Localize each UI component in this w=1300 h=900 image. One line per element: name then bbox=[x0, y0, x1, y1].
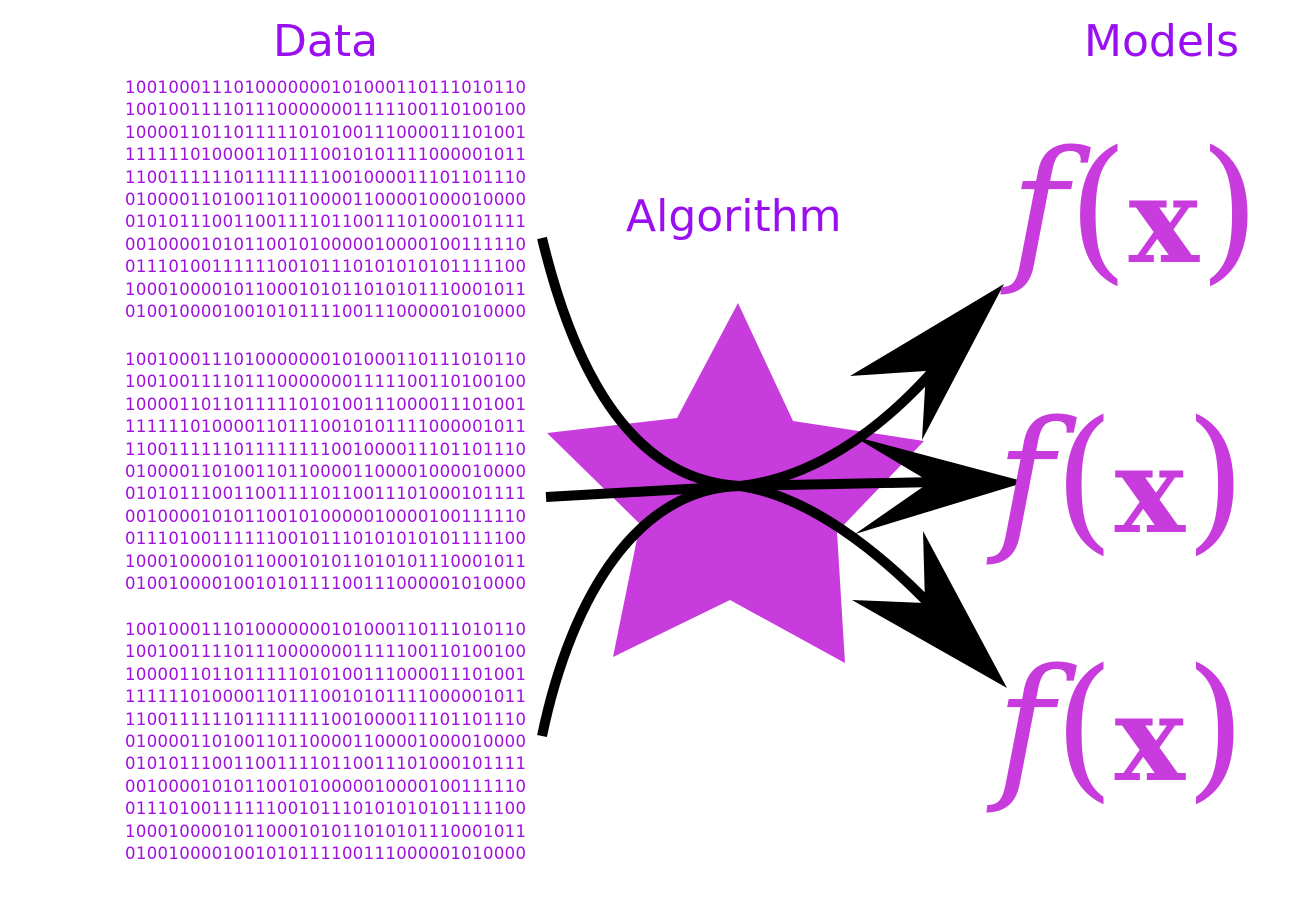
data-line: 0010000101011001010000010000100111110 bbox=[125, 234, 527, 254]
curve-to-bottom-model bbox=[739, 481, 939, 614]
data-line: 0111010011111100101110101010101111100 bbox=[125, 799, 527, 819]
data-line: 1001001111011100000001111100110100100 bbox=[125, 372, 527, 392]
data-line: 1100111111011111111001000011101101110 bbox=[125, 709, 527, 729]
data-line: 0111010011111100101110101010101111100 bbox=[125, 529, 527, 549]
model-open-paren: ( bbox=[1053, 635, 1115, 817]
models-title: Models bbox=[1084, 16, 1240, 67]
model-open-paren: ( bbox=[1067, 117, 1129, 299]
data-line: 1001000111010000000101000110111010110 bbox=[125, 350, 527, 369]
data-line: 0100100001001010111100111000001010000 bbox=[125, 301, 527, 321]
data-title: Data bbox=[273, 16, 379, 67]
arrowhead-middle bbox=[853, 436, 1026, 534]
data-line: 1000100001011000101011010101110001011 bbox=[125, 279, 527, 299]
data-line: 1111110100001101110010101111000001011 bbox=[125, 687, 527, 707]
model-x: x bbox=[1114, 421, 1185, 560]
data-line: 0100001101001101100001100001000010000 bbox=[125, 461, 527, 481]
data-block-3: 1001000111010000000101000110111010110 100… bbox=[125, 619, 526, 865]
model-open-paren: ( bbox=[1053, 387, 1115, 569]
algorithm-title: Algorithm bbox=[626, 191, 842, 242]
data-line: 1111110100001101110010101111000001011 bbox=[125, 145, 527, 165]
model-formula-1: f(x) bbox=[1010, 130, 1260, 286]
model-f: f bbox=[1010, 117, 1068, 299]
model-f: f bbox=[996, 635, 1054, 817]
data-line: 0010000101011001010000010000100111110 bbox=[125, 776, 527, 796]
model-close-paren: ) bbox=[1184, 387, 1246, 569]
data-block-1: 1001000111010000000101000110111010110 100… bbox=[125, 77, 526, 323]
data-line: 0100001101001101100001100001000010000 bbox=[125, 731, 527, 751]
curve-bottom-input bbox=[537, 481, 741, 738]
data-line: 0101011100110011110110011101000101111 bbox=[125, 754, 527, 774]
data-line: 0100001101001101100001100001000010000 bbox=[125, 189, 527, 209]
model-formula-2: f(x) bbox=[996, 400, 1246, 556]
data-line: 1111110100001101110010101111000001011 bbox=[125, 417, 527, 437]
model-close-paren: ) bbox=[1198, 117, 1260, 299]
data-line: 0100100001001010111100111000001010000 bbox=[125, 843, 527, 863]
data-line: 1001001111011100000001111100110100100 bbox=[125, 100, 527, 120]
data-line: 1000100001011000101011010101110001011 bbox=[125, 551, 527, 571]
model-formula-3: f(x) bbox=[996, 648, 1246, 804]
data-line: 1000011011011111010100111000011101001 bbox=[125, 122, 527, 142]
data-line: 0101011100110011110110011101000101111 bbox=[125, 212, 527, 232]
data-line: 1000011011011111010100111000011101001 bbox=[125, 394, 527, 414]
data-line: 1000011011011111010100111000011101001 bbox=[125, 664, 527, 684]
data-block-2: 1001000111010000000101000110111010110 100… bbox=[125, 349, 526, 595]
data-line: 0101011100110011110110011101000101111 bbox=[125, 484, 527, 504]
model-x: x bbox=[1114, 669, 1185, 808]
curve-top-input bbox=[537, 236, 741, 491]
model-close-paren: ) bbox=[1184, 635, 1246, 817]
data-line: 1000100001011000101011010101110001011 bbox=[125, 821, 527, 841]
data-line: 1100111111011111111001000011101101110 bbox=[125, 439, 527, 459]
arrowhead-top bbox=[850, 284, 1004, 440]
line-to-middle-model bbox=[739, 477, 936, 491]
arrowhead-bottom bbox=[852, 531, 1007, 688]
data-line: 0100100001001010111100111000001010000 bbox=[125, 573, 527, 593]
data-line: 0010000101011001010000010000100111110 bbox=[125, 506, 527, 526]
data-line: 0111010011111100101110101010101111100 bbox=[125, 257, 527, 277]
data-line: 1001000111010000000101000110111010110 bbox=[125, 78, 527, 97]
data-line: 1001000111010000000101000110111010110 bbox=[125, 620, 527, 639]
data-line: 1001001111011100000001111100110100100 bbox=[125, 642, 527, 662]
data-line: 1100111111011111111001000011101101110 bbox=[125, 167, 527, 187]
model-f: f bbox=[996, 387, 1054, 569]
model-x: x bbox=[1128, 151, 1199, 290]
